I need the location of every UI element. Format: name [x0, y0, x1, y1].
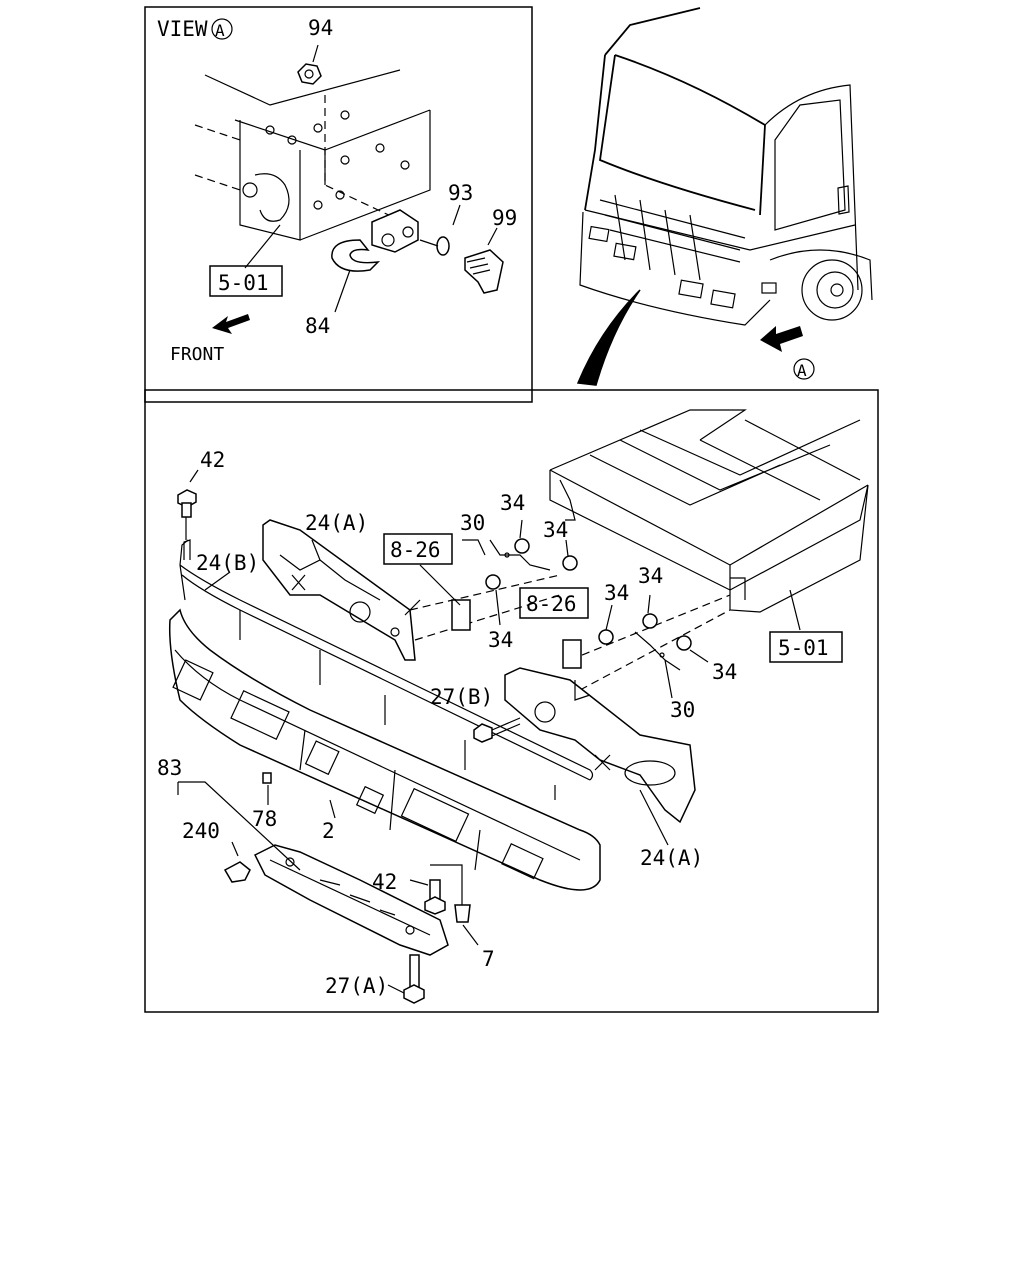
svg-text:8-26: 8-26	[390, 538, 441, 562]
callout-240: 240	[182, 819, 220, 843]
bolt-42-top-drawing	[177, 469, 199, 518]
view-direction-arrow-icon	[760, 326, 803, 352]
reinforcement-24b-drawing	[179, 512, 594, 800]
screw-7-drawing	[454, 870, 471, 923]
callout-34-a: 34	[500, 491, 525, 515]
ref-box-5-01-main[interactable]: 5-01	[769, 631, 843, 663]
spacers-30-drawing	[489, 539, 681, 699]
bracket-8-26-left-drawing	[419, 564, 471, 631]
bolt-27b-drawing	[473, 717, 521, 743]
frame-rail-drawing	[194, 69, 431, 241]
callout-93: 93	[448, 181, 473, 205]
ref-box-5-01-top[interactable]: 5-01	[209, 265, 283, 297]
callout-24a-top: 24(A)	[305, 511, 368, 535]
callout-34-c: 34	[488, 628, 513, 652]
callout-2: 2	[322, 819, 335, 843]
callout-42-top: 42	[200, 448, 225, 472]
svg-text:5-01: 5-01	[778, 636, 829, 660]
svg-text:8-26: 8-26	[526, 592, 577, 616]
ref-box-8-26-right[interactable]: 8-26	[519, 587, 589, 619]
callout-7: 7	[482, 947, 495, 971]
main-bumper-panel: 42 24(A) 24(B) 30 34 34 34 34 34 34 34 3…	[144, 389, 879, 1013]
tow-hook-drawing	[331, 209, 419, 272]
bolt-42-lower-drawing	[424, 879, 446, 915]
washers-34-drawing	[485, 519, 709, 663]
callout-27a: 27(A)	[325, 974, 388, 998]
chassis-frame-drawing	[549, 409, 869, 613]
callout-78: 78	[252, 807, 277, 831]
callout-83: 83	[157, 756, 182, 780]
truck-cab-drawing: A	[576, 7, 873, 386]
callout-30-left: 30	[460, 511, 485, 535]
view-title: VIEW	[157, 17, 208, 41]
callout-34-b: 34	[543, 518, 568, 542]
bumper-2-drawing	[168, 608, 601, 891]
clip-78-drawing	[262, 772, 272, 784]
callout-42-lower: 42	[372, 870, 397, 894]
nut-94-drawing	[297, 44, 322, 85]
view-marker: A	[215, 21, 225, 40]
front-arrow-icon	[212, 314, 250, 334]
callout-30-right: 30	[670, 698, 695, 722]
callout-24b: 24(B)	[196, 551, 259, 575]
callout-27b: 27(B)	[430, 685, 493, 709]
bolt-27a-drawing	[403, 954, 425, 1004]
callout-99: 99	[492, 206, 517, 230]
callout-84: 84	[305, 314, 330, 338]
view-a-panel: VIEW A	[144, 6, 533, 403]
skid-plate-83-drawing	[253, 844, 449, 956]
callout-24a-bottom: 24(A)	[640, 846, 703, 870]
clip-240-drawing	[223, 861, 251, 883]
front-label: FRONT	[170, 344, 224, 365]
callout-34-d: 34	[604, 581, 629, 605]
svg-text:5-01: 5-01	[218, 271, 269, 295]
ref-box-8-26-left[interactable]: 8-26	[383, 533, 453, 565]
bracket-24a-right-drawing	[504, 639, 696, 824]
truck-view-marker: A	[797, 361, 807, 380]
callout-94: 94	[308, 16, 333, 40]
washer-and-bolt-drawing	[419, 204, 504, 294]
callout-34-f: 34	[712, 660, 737, 684]
callout-34-e: 34	[638, 564, 663, 588]
